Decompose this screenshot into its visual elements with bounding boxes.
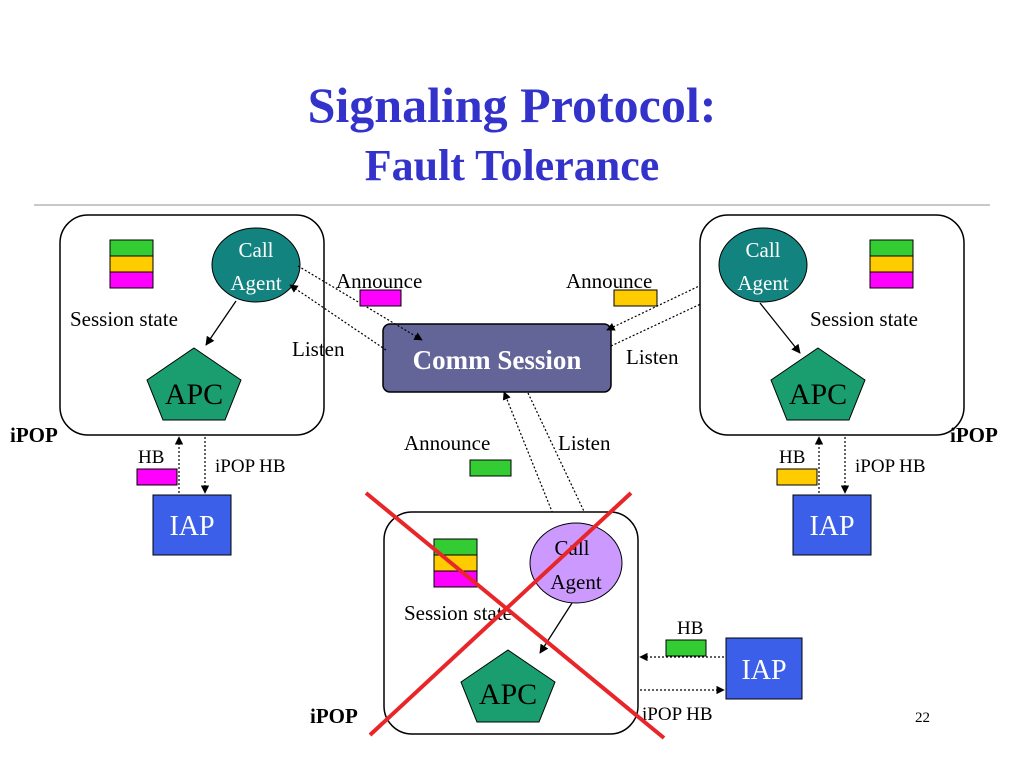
- iap-label: IAP: [169, 511, 214, 542]
- failure-cross: [364, 491, 666, 740]
- apc-pentagon: [460, 649, 556, 723]
- hb-label-left: HB: [138, 447, 164, 468]
- comm-session-box: [382, 323, 612, 393]
- announce-arrow-center: [502, 391, 558, 525]
- state-block-magenta: [869, 271, 914, 289]
- page-number: 22: [915, 710, 930, 726]
- ipop-center: Call Agent Session state APC iPOP HB iPO…: [310, 511, 803, 735]
- call-agent-node: [718, 227, 808, 303]
- listen-arrow-left: [289, 284, 387, 351]
- announce-label-center: Announce: [404, 431, 490, 455]
- hb-message-yellow: [776, 468, 818, 486]
- apc-left[interactable]: APC: [146, 347, 242, 421]
- apc-center[interactable]: APC: [460, 649, 556, 723]
- ipop-hb-label-right: iPOP HB: [855, 456, 926, 477]
- announce-label-left: Announce: [336, 269, 422, 293]
- announce-arrow-right: [606, 277, 717, 331]
- announce-message-green: [469, 459, 512, 477]
- listen-label-left: Listen: [292, 337, 345, 361]
- state-block-green: [869, 239, 914, 257]
- listen-arrow-center: [527, 392, 591, 525]
- iap-box: [792, 494, 872, 556]
- session-state-stack-right: [869, 239, 914, 289]
- announce-message-magenta: [359, 289, 402, 307]
- apc-pentagon: [146, 347, 242, 421]
- call-agent-call-text: Call: [239, 238, 274, 262]
- listen-label-center: Listen: [558, 431, 611, 455]
- apc-right[interactable]: APC: [770, 347, 866, 421]
- listen-arrow-right: [610, 293, 723, 347]
- ipop-hb-label-center: iPOP HB: [642, 704, 713, 725]
- state-block-yellow: [109, 255, 154, 273]
- apc-label: APC: [165, 378, 223, 411]
- ipop-right: Session state Call Agent APC iPOP HB iPO…: [699, 214, 998, 556]
- iap-label: IAP: [741, 655, 786, 686]
- session-state-label-center: Session state: [404, 601, 512, 625]
- state-block-magenta: [109, 271, 154, 289]
- failure-cross-stroke-1: [364, 491, 666, 740]
- hb-label-right: HB: [779, 447, 805, 468]
- ipop-label-left: iPOP: [10, 423, 58, 447]
- call-agent-left[interactable]: Call Agent: [211, 227, 301, 303]
- announce-label-right: Announce: [566, 269, 652, 293]
- hb-label-center: HB: [677, 618, 703, 639]
- iap-left[interactable]: IAP: [152, 494, 232, 556]
- comm-session[interactable]: Comm Session: [382, 323, 612, 393]
- state-block-yellow: [869, 255, 914, 273]
- iap-box: [152, 494, 232, 556]
- session-state-label-right: Session state: [810, 307, 918, 331]
- session-state-label-left: Session state: [70, 307, 178, 331]
- call-agent-agent-text: Agent: [737, 271, 788, 295]
- slide-subtitle: Fault Tolerance: [364, 141, 660, 190]
- ipop-label-center: iPOP: [310, 704, 358, 728]
- comm-session-label: Comm Session: [413, 345, 582, 375]
- announce-message-yellow: [613, 289, 658, 307]
- slide-title: Signaling Protocol:: [307, 77, 717, 133]
- ipop-left: Session state Call Agent APC iPOP HB iPO…: [10, 214, 325, 556]
- agent-to-apc-arrow: [539, 602, 573, 654]
- title-divider: [34, 204, 990, 206]
- listen-label-right: Listen: [626, 345, 679, 369]
- hb-message-green: [665, 639, 707, 657]
- agent-to-apc-arrow: [759, 302, 801, 354]
- call-agent-right[interactable]: Call Agent: [718, 227, 808, 303]
- call-agent-failed[interactable]: Call Agent: [529, 522, 623, 604]
- iap-label: IAP: [809, 511, 854, 542]
- agent-to-apc-arrow: [205, 300, 237, 346]
- iap-right[interactable]: IAP: [792, 494, 872, 556]
- call-agent-agent-text: Agent: [550, 570, 601, 594]
- call-agent-call-text: Call: [746, 238, 781, 262]
- call-agent-node: [211, 227, 301, 303]
- ipop-label-right: iPOP: [950, 423, 998, 447]
- iap-center[interactable]: IAP: [725, 637, 803, 700]
- call-agent-agent-text: Agent: [230, 271, 281, 295]
- apc-label: APC: [479, 678, 537, 711]
- apc-label: APC: [789, 378, 847, 411]
- iap-box: [725, 637, 803, 700]
- state-block-green: [109, 239, 154, 257]
- hb-message-magenta: [136, 468, 178, 486]
- call-agent-node: [529, 522, 623, 604]
- apc-pentagon: [770, 347, 866, 421]
- ipop-hb-label-left: iPOP HB: [215, 456, 286, 477]
- session-state-stack-left: [109, 239, 154, 289]
- failure-cross-stroke-2: [368, 491, 633, 737]
